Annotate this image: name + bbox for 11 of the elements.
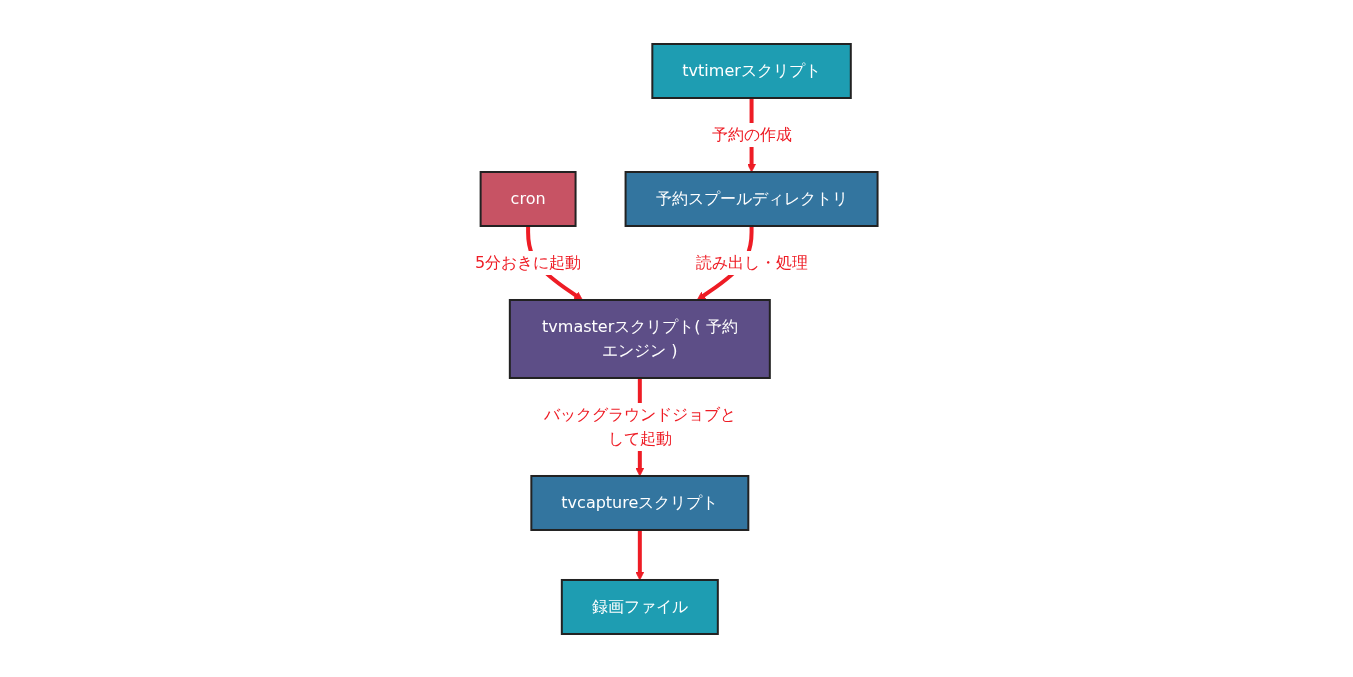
node-box: 予約スプールディレクトリ xyxy=(624,170,879,227)
edge-label: 5分おきに起動 xyxy=(475,252,582,272)
node-box: tvtimerスクリプト xyxy=(651,42,852,99)
node-box: tvcaptureスクリプト xyxy=(530,474,750,531)
arrow xyxy=(635,529,645,580)
edge-label: 予約の作成 xyxy=(711,124,792,144)
node-box: 録画ファイル xyxy=(561,578,720,635)
node-box: tvmasterスクリプト( 予約エンジン ) xyxy=(509,298,772,379)
node-box: cron xyxy=(479,170,577,227)
edge-label: 読み出し・処理 xyxy=(695,252,808,272)
edge-label: バックグラウンドジョブとして起動 xyxy=(544,404,737,448)
